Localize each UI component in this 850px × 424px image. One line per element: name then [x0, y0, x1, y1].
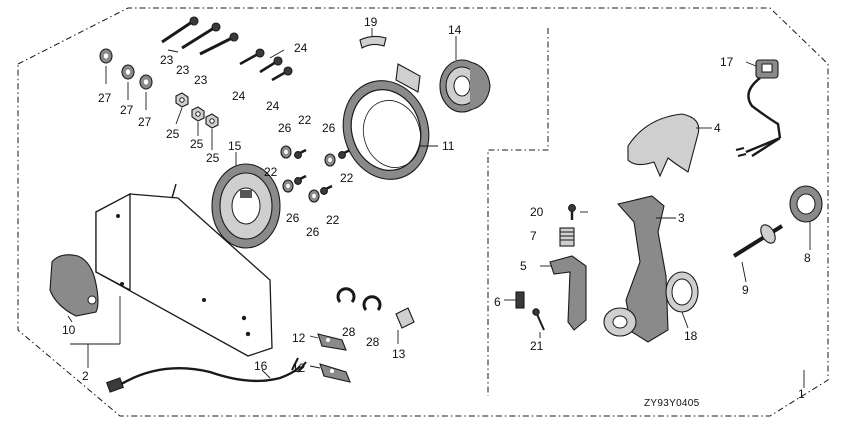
callout-25: 25 — [190, 137, 204, 151]
callout-22: 22 — [264, 165, 278, 179]
washer-27-icon — [99, 48, 113, 64]
callout-22: 22 — [340, 171, 354, 185]
screw-22-icon — [338, 148, 351, 159]
callout-20: 20 — [530, 205, 544, 219]
callout-3: 3 — [678, 211, 685, 225]
screw-22-icon — [320, 184, 333, 195]
bolt-23-icon — [181, 22, 221, 50]
screw-24-icon — [271, 66, 293, 82]
washer-26-icon — [308, 189, 320, 203]
callout-16: 16 — [254, 359, 268, 373]
leader-lines — [67, 28, 811, 388]
ring-11-icon — [342, 80, 430, 180]
callout-4: 4 — [714, 121, 721, 135]
gear-14-icon — [439, 59, 491, 113]
callout-22: 22 — [298, 113, 312, 127]
callout-14: 14 — [448, 23, 462, 37]
callout-18: 18 — [684, 329, 698, 343]
callout-17: 17 — [720, 55, 734, 69]
link-12-icon — [319, 363, 351, 383]
callout-23: 23 — [160, 53, 174, 67]
washer-26-icon — [324, 153, 336, 167]
callout-28: 28 — [366, 335, 380, 349]
spring-7-icon — [559, 227, 575, 247]
callout-23: 23 — [176, 63, 190, 77]
lever-3-icon — [603, 195, 669, 343]
bushing-8-icon — [789, 185, 823, 223]
washer-27-icon — [139, 74, 153, 90]
assembly-boundary — [17, 7, 829, 417]
diagram-code: ZY93Y0405 — [644, 398, 700, 409]
callout-5: 5 — [520, 259, 527, 273]
clip-28-icon — [362, 295, 382, 311]
arm-5-icon — [549, 255, 587, 331]
switch-17-icon — [735, 59, 782, 158]
callout-11: 11 — [442, 139, 455, 153]
shaft-9-icon — [732, 224, 784, 258]
cover-4-icon — [627, 113, 700, 178]
bolt-23-icon — [199, 32, 239, 56]
nut-25-icon — [205, 113, 219, 129]
screw-22-icon — [294, 148, 307, 159]
callout-26: 26 — [278, 121, 292, 135]
callout-9: 9 — [742, 283, 749, 297]
link-12-icon — [317, 333, 347, 351]
callout-21: 21 — [530, 339, 544, 353]
callout-25: 25 — [206, 151, 220, 165]
block-13-icon — [395, 307, 415, 329]
callout-6: 6 — [494, 295, 501, 309]
control-box-group-boundary — [487, 28, 549, 396]
callout-24: 24 — [266, 99, 280, 113]
ring-18-icon — [665, 271, 699, 313]
callout-26: 26 — [286, 211, 300, 225]
gasket-10-icon — [49, 254, 99, 317]
screw-21-icon — [532, 308, 545, 331]
plate-19-icon — [359, 35, 387, 49]
callout-27: 27 — [120, 103, 134, 117]
clip-28-icon — [336, 287, 356, 303]
callout-12: 12 — [292, 331, 306, 345]
washer-26-icon — [280, 145, 292, 159]
plate-19b-icon — [395, 63, 421, 93]
callout-19: 19 — [364, 15, 378, 29]
callout-15: 15 — [228, 139, 242, 153]
flange-15-icon — [211, 163, 281, 249]
washer-27-icon — [121, 64, 135, 80]
callout-26: 26 — [322, 121, 336, 135]
callout-7: 7 — [530, 229, 537, 243]
callout-8: 8 — [804, 251, 811, 265]
callout-10: 10 — [62, 323, 76, 337]
callout-28: 28 — [342, 325, 356, 339]
callout-26: 26 — [306, 225, 320, 239]
callout-24: 24 — [294, 41, 308, 55]
callout-25: 25 — [166, 127, 180, 141]
harness-16-icon — [106, 357, 307, 393]
callout-13: 13 — [392, 347, 406, 361]
callout-27: 27 — [98, 91, 112, 105]
gasket-hole-icon — [87, 295, 97, 305]
callout-1: 1 — [798, 387, 805, 401]
callout-22: 22 — [326, 213, 340, 227]
nut-25-icon — [191, 106, 205, 122]
callout-23: 23 — [194, 73, 208, 87]
screw-22-icon — [294, 174, 307, 185]
screw-24-icon — [259, 56, 283, 74]
callout-24: 24 — [232, 89, 246, 103]
washer-26-icon — [282, 179, 294, 193]
callout-12: 12 — [292, 361, 306, 375]
nut-25-icon — [175, 92, 189, 108]
callout-2: 2 — [82, 369, 89, 383]
control-box-2-icon — [95, 183, 273, 357]
bolt-23-icon — [161, 16, 199, 44]
pin-6-icon — [515, 291, 525, 309]
callout-27: 27 — [138, 115, 152, 129]
screw-24-icon — [239, 48, 265, 66]
screw-20-icon — [568, 204, 576, 220]
